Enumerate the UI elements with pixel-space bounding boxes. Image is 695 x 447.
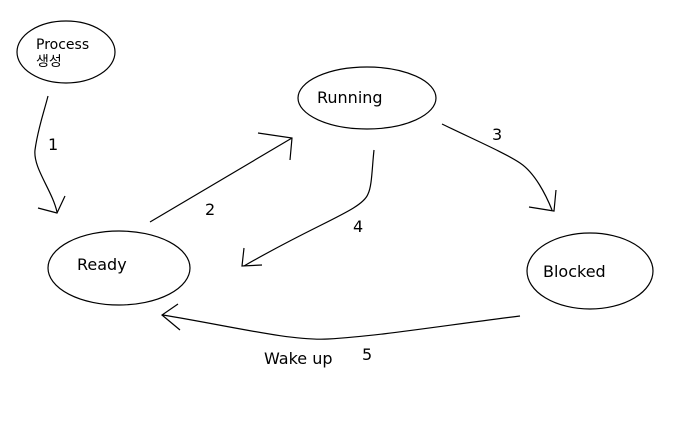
edge-2-ready-to-running: 2 (149, 132, 293, 223)
node-blocked-ellipse (526, 232, 654, 310)
edge-1-line (34, 95, 58, 213)
node-running-label: Running (317, 88, 383, 107)
edge-5-blocked-to-ready: Wake up 5 (161, 303, 521, 368)
node-running-ellipse (297, 66, 437, 130)
edge-5-number: 5 (362, 345, 372, 364)
edge-1-arrowhead (37, 195, 66, 214)
edge-2-arrowhead (257, 132, 293, 161)
node-blocked-label: Blocked (543, 262, 606, 281)
edge-4-line (243, 149, 375, 267)
edge-5-arrowhead (161, 303, 181, 331)
edge-3-running-to-blocked: 3 (441, 123, 557, 212)
edge-3-line (441, 123, 553, 211)
node-ready-label: Ready (77, 255, 127, 274)
node-ready-ellipse (47, 230, 191, 306)
edge-2-number: 2 (205, 200, 215, 219)
edge-5-caption: Wake up (264, 349, 333, 368)
edge-1-number: 1 (48, 135, 58, 154)
edge-3-arrowhead (528, 189, 557, 212)
node-blocked: Blocked (526, 232, 654, 310)
edge-4-arrowhead (241, 247, 263, 267)
node-process-create: Process 생성 (16, 20, 116, 84)
edge-4-number: 4 (353, 217, 363, 236)
edge-5-line (162, 314, 521, 340)
edge-4-running-to-ready: 4 (241, 149, 375, 267)
edge-1-create-to-ready: 1 (34, 95, 66, 214)
node-process-create-label-line2: 생성 (36, 54, 62, 70)
node-running: Running (297, 66, 437, 130)
node-process-create-ellipse (16, 20, 116, 84)
node-process-create-label-line1: Process (36, 37, 89, 53)
edge-2-line (149, 137, 293, 223)
node-ready: Ready (47, 230, 191, 306)
edge-3-number: 3 (492, 125, 502, 144)
